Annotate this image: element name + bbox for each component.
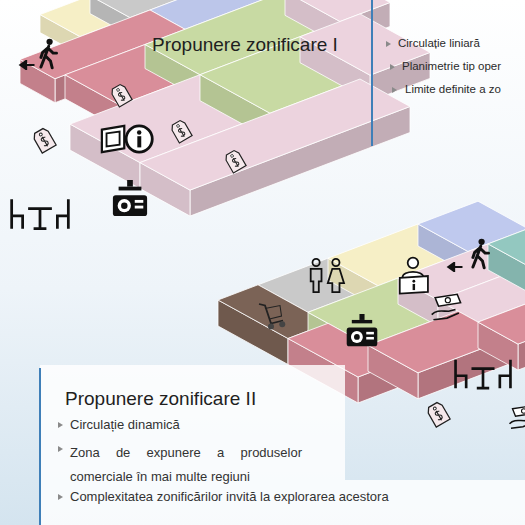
zone-face [478, 258, 525, 345]
bullet-text: Zona de expunere a produselor comerciale… [70, 441, 302, 489]
bullet-text: Complexitatea zonificărilor invită la ex… [70, 489, 389, 505]
bullet-text: Circulație dinamică [70, 417, 180, 433]
zone-face [285, 0, 390, 22]
panel-title: Propunere zonificare II [65, 388, 256, 411]
zone-face [488, 229, 525, 266]
panel-title: Propunere zonificare I [152, 34, 338, 57]
bullet-text: Planimetrie tip oper [402, 60, 501, 74]
zone-face [140, 79, 410, 190]
bullet-text: Circulație liniară [398, 37, 480, 51]
bullet-text: Limite definite a zo [405, 83, 501, 97]
